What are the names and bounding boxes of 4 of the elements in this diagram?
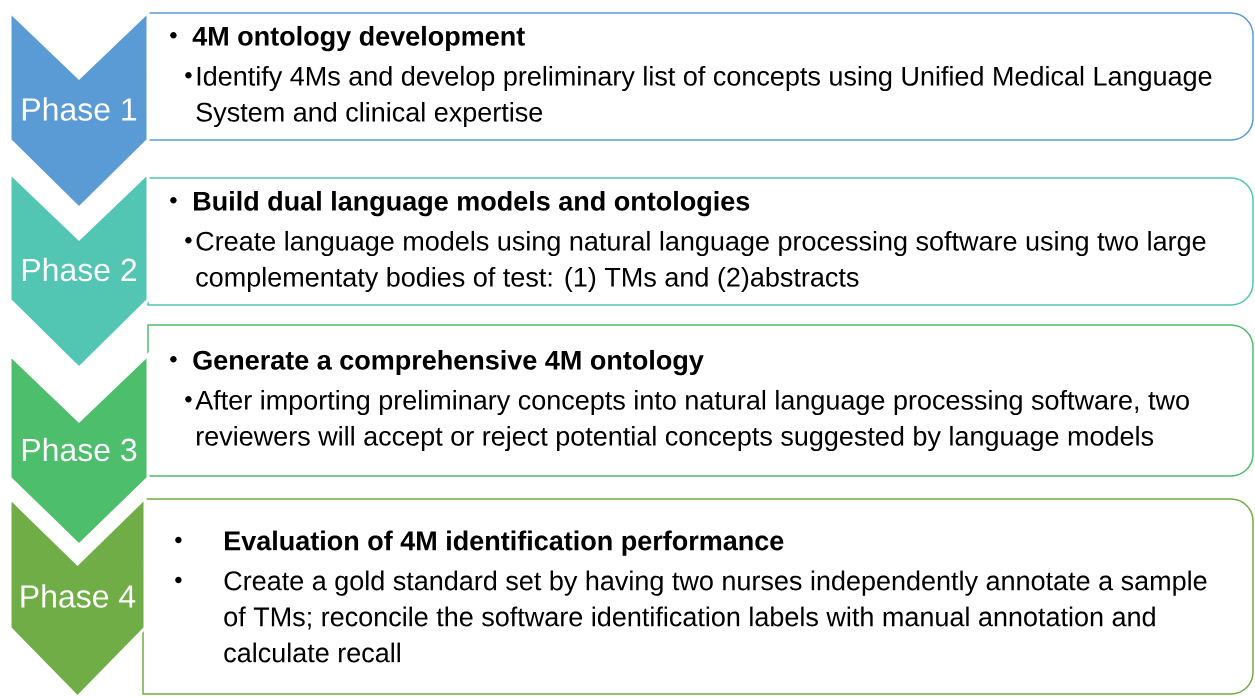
step-box: Generate a comprehensive 4M ontology After importing preliminary concepts into natural language processing software, two reviewers will accept or reject potential concepts suggested by language models (147, 324, 1254, 477)
step-box: Build dual language models and ontologies Create language models using natural language processing software using two large complementaty bodies of test: (1) TMs and (2)abstracts (147, 177, 1254, 306)
step-box: 4M ontology development Identify 4Ms and develop preliminary list of concepts using Unified Medical Language System and clinical expertise (147, 12, 1254, 141)
step-box: Evaluation of 4M identification performance Create a gold standard set by having two nurses independently annotate a sample of TMs; reconcile the software identification labels with manual annotation and calculate recall (142, 498, 1254, 695)
